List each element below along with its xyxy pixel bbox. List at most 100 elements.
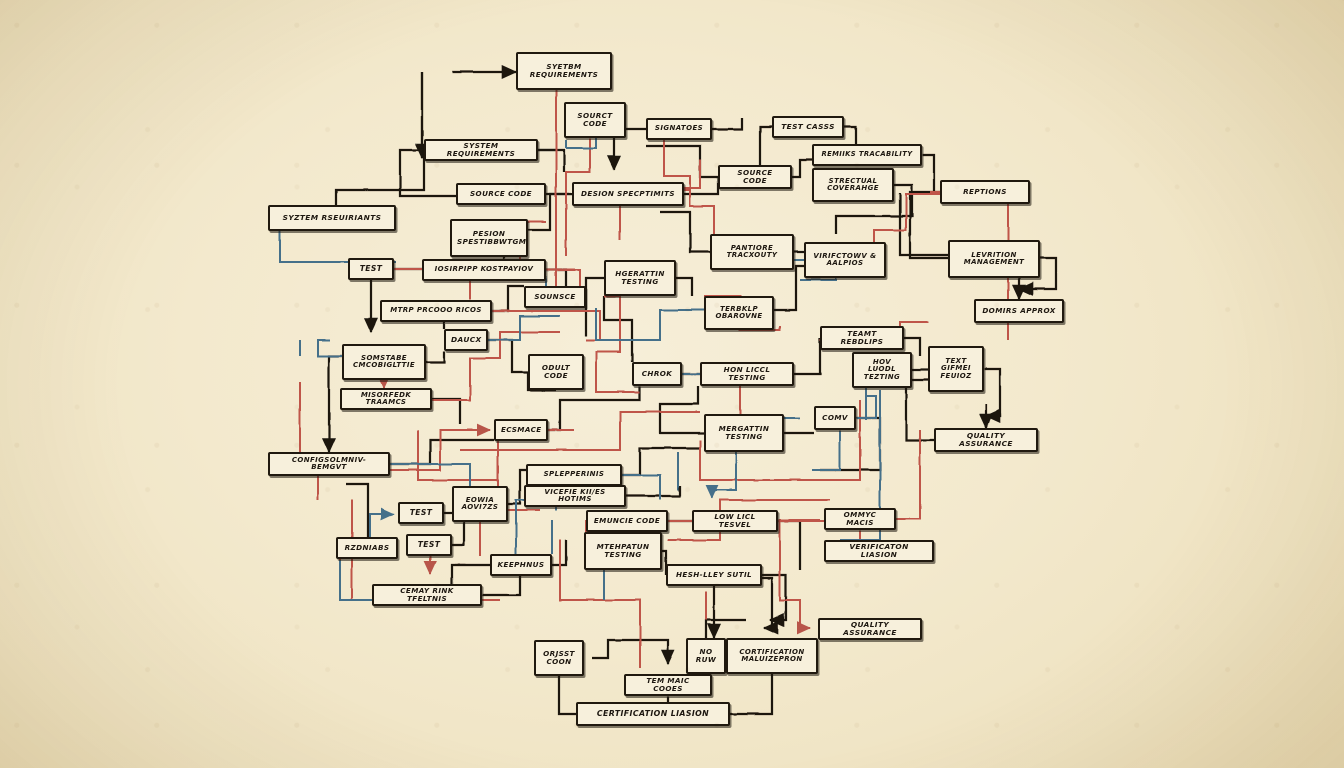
flowchart-node-n29[interactable]: HON LICCL TESTING [700, 362, 794, 386]
flowchart-node-n33[interactable]: MERGATTIN TESTING [704, 414, 784, 452]
flowchart-node-n43[interactable]: LOW LICL TESVEL [692, 510, 778, 532]
flowchart-node-n13[interactable]: PESION SPESTIBBWTGM [450, 219, 528, 257]
flowchart-node-label: TEST CASSS [781, 122, 835, 132]
flowchart-node-n37[interactable]: CONFIGSOLMNIV-BEMGVT [268, 452, 390, 476]
flowchart-node-label: HGERATTIN TESTING [615, 269, 665, 286]
flowchart-node-n12[interactable]: SYZTEM RSEUIRIANTS [268, 205, 396, 231]
flowchart-node-label: QUALITY ASSURANCE [959, 431, 1013, 448]
flowchart-node-label: SOURCE CODE [469, 189, 532, 199]
flowchart-node-label: SYZTEM RSEUIRIANTS [282, 213, 382, 223]
flowchart-node-label: VERIFICATON LIASION [849, 542, 909, 559]
flowchart-node-label: SOURCE CODE [737, 168, 773, 185]
flowchart-node-n8[interactable]: STRECTUAL COVERAHGE [812, 168, 894, 202]
flowchart-node-label: LOW LICL TESVEL [714, 512, 756, 529]
flowchart-node-n2[interactable]: SOURCT CODE [564, 102, 626, 138]
flowchart-node-n57[interactable]: CERTIFICATION LIASION [576, 702, 730, 726]
flowchart-node-n50[interactable]: HESH-LLEY SUTIL [666, 564, 762, 586]
flowchart-node-n42[interactable]: EMUNCIE CODE [586, 510, 668, 532]
flowchart-node-label: VICEFIE KII/ES HOTIMS [544, 487, 606, 503]
flowchart-node-n20[interactable]: SOUNSCE [524, 286, 586, 308]
flowchart-node-n5[interactable]: SYSTEM REQUIREMENTS [424, 139, 538, 161]
flowchart-node-label: COMV [822, 413, 848, 423]
flowchart-node-n7[interactable]: SOURCE CODE [718, 165, 792, 189]
flowchart-node-label: MTRP PRCOOO RICOS [390, 306, 482, 315]
flowchart-node-label: DAUCX [451, 335, 482, 345]
flowchart-node-n31[interactable]: TEXT GIFMEI FEUIOZ [928, 346, 984, 392]
flowchart-node-n25[interactable]: DAUCX [444, 329, 488, 351]
flowchart-node-n22[interactable]: MTRP PRCOOO RICOS [380, 300, 492, 322]
flowchart-node-n24[interactable]: SOMSTABE CMCOBIGLTTIE [342, 344, 426, 380]
flowchart-node-n55[interactable]: CORTIFICATION MALUIZEPRON [726, 638, 818, 674]
flowchart-node-label: MERGATTIN TESTING [718, 424, 770, 441]
flowchart-node-label: CEMAY RINK TFELTNIS [400, 586, 454, 603]
flowchart-node-label: ORJSST COON [543, 649, 575, 666]
flowchart-node-n11[interactable]: REPTIONS [940, 180, 1030, 204]
flowchart-node-n54[interactable]: NO RUW [686, 638, 726, 674]
flowchart-node-label: STRECTUAL COVERAHGE [827, 176, 879, 192]
flowchart-node-label: DESION SPECPTIMITS [581, 189, 675, 199]
flowchart-node-n26[interactable]: TEAMT REBDLIPS [820, 326, 904, 350]
flowchart-node-n18[interactable]: IOSIRPIPP KOSTPAYIOV [422, 259, 546, 281]
flowchart-node-n30[interactable]: HOV LUODL TEZTING [852, 352, 912, 388]
flowchart-node-n51[interactable]: CEMAY RINK TFELTNIS [372, 584, 482, 606]
flowchart-node-label: PESION SPESTIBBWTGM [457, 229, 527, 246]
flowchart-node-n52[interactable]: QUALITY ASSURANCE [818, 618, 922, 640]
flowchart-node-n44[interactable]: OMMYC MACIS [824, 508, 896, 530]
flowchart-node-n3[interactable]: SIGNATOES [646, 118, 712, 140]
flowchart-node-n40[interactable]: TEST [398, 502, 444, 524]
flowchart-node-n34[interactable]: COMV [814, 406, 856, 430]
flowchart-node-n48[interactable]: VERIFICATON LIASION [824, 540, 934, 562]
flowchart-node-label: DOMIRS APPROX [982, 306, 1056, 316]
flowchart-node-n9[interactable]: SOURCE CODE [456, 183, 546, 205]
flowchart-node-label: PANTIORE TRACXOUTY [726, 243, 778, 259]
flowchart-node-n56[interactable]: TEM MAIC COOES [624, 674, 712, 696]
flowchart-node-n47[interactable]: MTEHPATUN TESTING [584, 532, 662, 570]
flowchart-node-label: HESH-LLEY SUTIL [675, 570, 753, 580]
flowchart-node-label: SOUNSCE [534, 292, 576, 302]
flowchart-node-n39[interactable]: VICEFIE KII/ES HOTIMS [524, 485, 626, 507]
flowchart-node-n53[interactable]: ORJSST COON [534, 640, 584, 676]
flowchart-node-n21[interactable]: TERBKLP OBAROVNE [704, 296, 774, 330]
flowchart-node-label: LEVRITION MANAGEMENT [963, 250, 1025, 266]
flowchart-node-n1[interactable]: SYETBM REQUIREMENTS [516, 52, 612, 90]
flowchart-node-n45[interactable]: TEST [406, 534, 452, 556]
flowchart-node-n28[interactable]: CHROK [632, 362, 682, 386]
flowchart-node-label: SYETBM REQUIREMENTS [529, 62, 599, 79]
flowchart-node-label: SPLEPPERINIS [543, 470, 605, 479]
flowchart-node-n4[interactable]: TEST CASSS [772, 116, 844, 138]
flowchart-node-n19[interactable]: HGERATTIN TESTING [604, 260, 676, 296]
flowchart-node-label: TEST [409, 508, 433, 518]
flowchart-node-n10[interactable]: DESION SPECPTIMITS [572, 182, 684, 206]
flowchart-node-n32[interactable]: MISORFEDK TRAAMCS [340, 388, 432, 410]
flowchart-node-n23[interactable]: DOMIRS APPROX [974, 299, 1064, 323]
flowchart-node-n17[interactable]: TEST [348, 258, 394, 280]
flowchart-node-label: TEXT GIFMEI FEUIOZ [940, 356, 972, 380]
flowchart-node-n49[interactable]: KEEPHNUS [490, 554, 552, 576]
flowchart-node-n41[interactable]: EOWIA AOVI7ZS [452, 486, 508, 522]
flowchart-node-label: EMUNCIE CODE [593, 516, 661, 526]
flowchart-node-n38[interactable]: SPLEPPERINIS [526, 464, 622, 486]
flowchart-node-label: HOV LUODL TEZTING [863, 357, 901, 381]
flowchart-node-n6[interactable]: REMIIKS TRACABILITY [812, 144, 922, 166]
flowchart-node-label: OMMYC MACIS [843, 510, 877, 527]
flowchart-node-n36[interactable]: QUALITY ASSURANCE [934, 428, 1038, 452]
flowchart-node-label: KEEPHNUS [497, 560, 545, 570]
flowchart-node-n14[interactable]: PANTIORE TRACXOUTY [710, 234, 794, 270]
flowchart-node-label: CONFIGSOLMNIV-BEMGVT [291, 455, 367, 471]
flowchart-node-n46[interactable]: RZDNIABS [336, 537, 398, 559]
flowchart-node-label: TEST [359, 264, 383, 274]
flowchart-node-label: ECSMACE [501, 425, 542, 435]
flowchart-node-label: NO RUW [695, 647, 717, 664]
flowchart-node-n27[interactable]: ODULT CODE [528, 354, 584, 390]
flowchart-node-label: TEAMT REBDLIPS [840, 329, 884, 346]
flowchart-node-n35[interactable]: ECSMACE [494, 419, 548, 441]
flowchart-node-label: REMIIKS TRACABILITY [821, 150, 913, 159]
flowchart-node-label: SIGNATOES [654, 124, 704, 133]
flowchart-node-label: EOWIA AOVI7ZS [461, 495, 499, 511]
flowchart-node-label: SYSTEM REQUIREMENTS [446, 141, 516, 158]
flowchart-node-label: HON LICCL TESTING [723, 365, 771, 382]
flowchart-node-n16[interactable]: LEVRITION MANAGEMENT [948, 240, 1040, 278]
flowchart-node-n15[interactable]: VIRIFCTOWV & AALPIOS [804, 242, 886, 278]
flowchart-node-label: TERBKLP OBAROVNE [715, 304, 763, 320]
